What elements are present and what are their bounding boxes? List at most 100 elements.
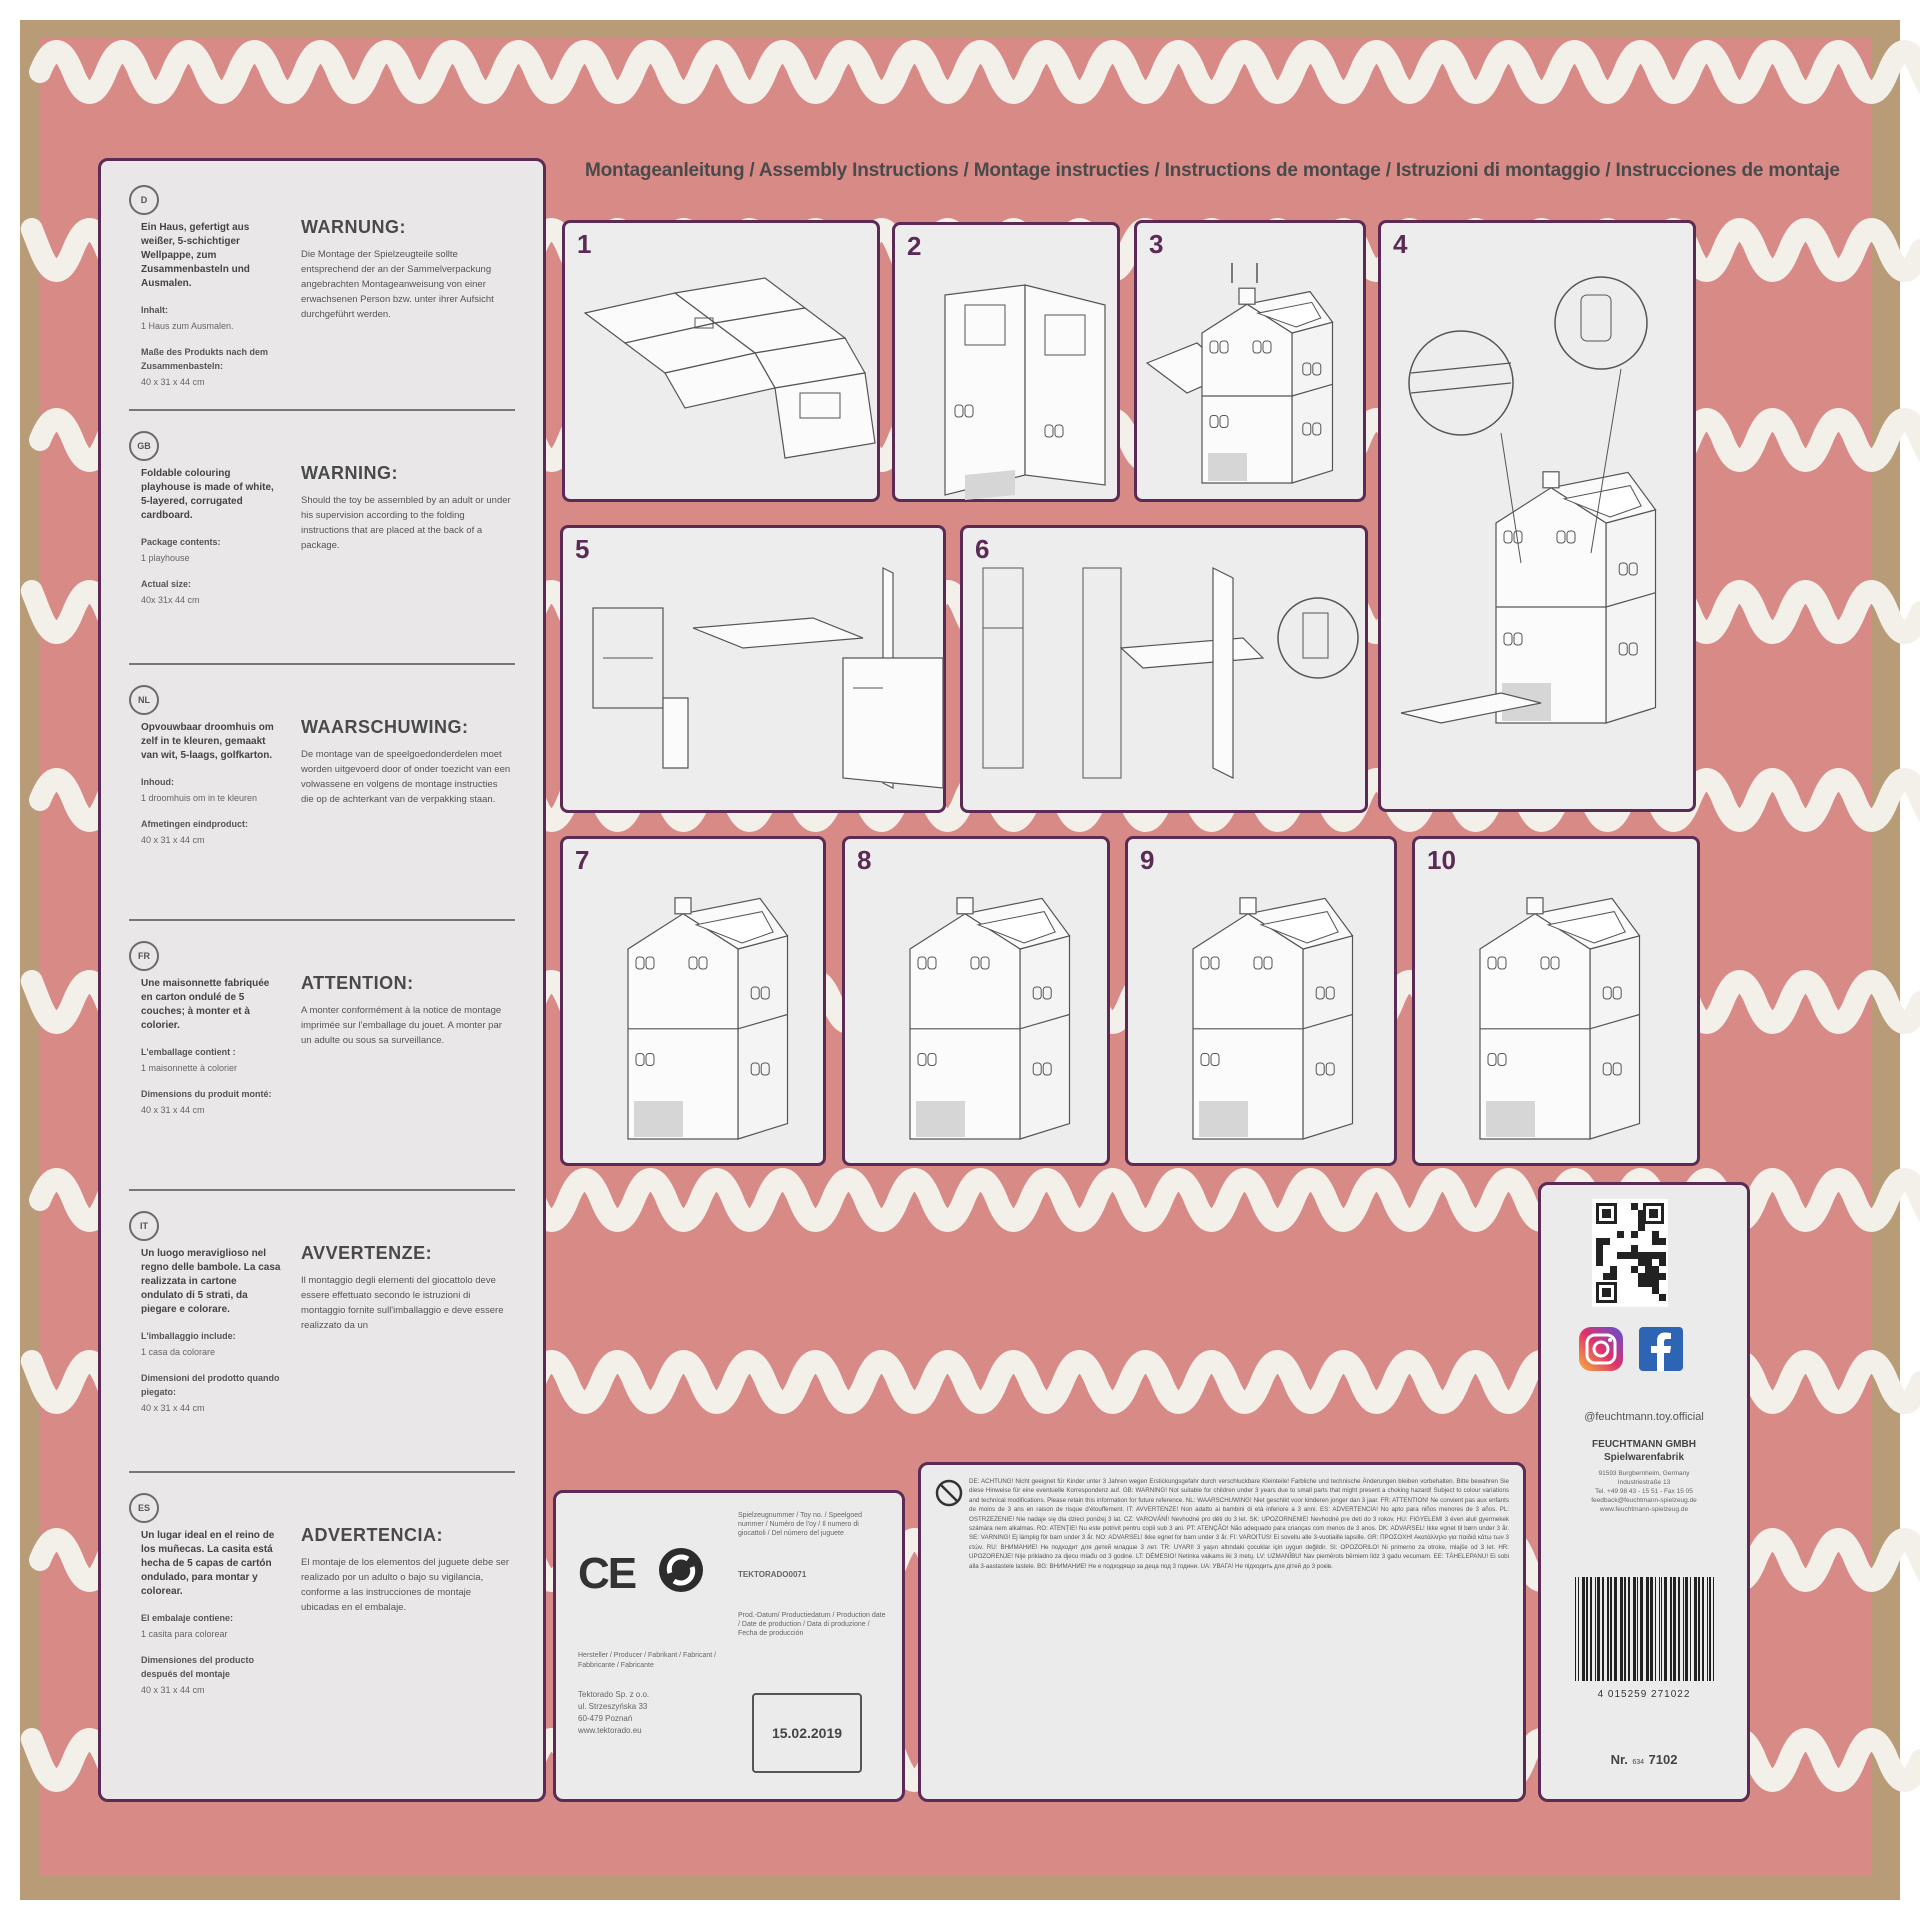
- contents-label: El embalaje contiene:: [141, 1613, 234, 1623]
- section-divider: [129, 919, 515, 921]
- step-box: 9: [1125, 836, 1397, 1166]
- instagram-icon: [1579, 1327, 1623, 1371]
- contents-value: 1 playhouse: [141, 553, 190, 563]
- product-info-panel: CE Spielzeugnummer / Toy no. / Speelgoed…: [553, 1490, 905, 1802]
- wave-line: [29, 40, 1920, 104]
- product-description: Un luogo meraviglioso nel regno delle ba…: [141, 1247, 281, 1415]
- section-divider: [129, 409, 515, 411]
- product-description: Opvouwbaar droomhuis om zelf in te kleur…: [141, 721, 281, 847]
- company-panel: @feuchtmann.toy.official FEUCHTMANN GMBH…: [1538, 1182, 1750, 1802]
- description-text: Opvouwbaar droomhuis om zelf in te kleur…: [141, 722, 274, 761]
- size-label: Dimensioni del prodotto quando piegato:: [141, 1373, 280, 1397]
- toy-number-value: TEKTORADO0071: [738, 1570, 807, 1579]
- step-number: 1: [577, 229, 592, 259]
- step-number: 9: [1140, 845, 1155, 875]
- house-drawing: [909, 897, 1071, 1140]
- warning-heading: WAARSCHUWING:: [301, 717, 469, 737]
- producer-line: Tektorado Sp. z o.o.: [578, 1690, 650, 1699]
- step-number: 8: [857, 845, 872, 875]
- toy-number-label: Spielzeugnummer / Toy no. / Speelgoed nu…: [738, 1512, 863, 1537]
- warning-text: Should the toy be assembled by an adult …: [301, 495, 511, 551]
- size-label: Dimensiones del producto después del mon…: [141, 1655, 255, 1679]
- step-box: 8: [842, 836, 1110, 1166]
- address-line: Tel. +49 98 43 - 15 51 - Fax 15 05: [1595, 1488, 1693, 1495]
- size-label: Dimensions du produit monté:: [141, 1089, 272, 1099]
- product-description: Foldable colouring playhouse is made of …: [141, 467, 281, 607]
- warning-heading: AVVERTENZE:: [301, 1243, 433, 1263]
- company-name: FEUCHTMANN GMBH: [1592, 1439, 1696, 1450]
- size-value: 40 x 31 x 44 cm: [141, 835, 205, 845]
- production-date-label: Prod.-Datum/ Productiedatum / Production…: [738, 1612, 886, 1637]
- article-number: Nr. 634 7102: [1551, 1751, 1737, 1769]
- product-description: Un lugar ideal en el reino de los muñeca…: [141, 1529, 281, 1697]
- description-text: Un lugar ideal en el reino de los muñeca…: [141, 1530, 275, 1597]
- facebook-icon: [1639, 1327, 1683, 1371]
- language-badge: ES: [129, 1493, 159, 1523]
- contents-value: 1 droomhuis om in te kleuren: [141, 793, 258, 803]
- step-number: 5: [575, 534, 590, 564]
- step-number: 6: [975, 534, 990, 564]
- instructions-title: Montageanleitung / Assembly Instructions…: [585, 160, 1840, 181]
- contents-value: 1 Haus zum Ausmalen.: [141, 321, 234, 331]
- step-number: 10: [1427, 845, 1456, 875]
- article-number-label: Nr.: [1610, 1752, 1628, 1767]
- step-box: 10: [1412, 836, 1700, 1166]
- warning-text: Il montaggio degli elementi del giocatto…: [301, 1275, 504, 1331]
- size-value: 40x 31x 44 cm: [141, 595, 200, 605]
- producer-line: ul. Strzeszyńska 33: [578, 1702, 648, 1711]
- language-badge: IT: [129, 1211, 159, 1241]
- step-box: 5: [560, 525, 946, 813]
- section-divider: [129, 1471, 515, 1473]
- warning-heading: WARNING:: [301, 463, 398, 483]
- producer-line: www.tektorado.eu: [578, 1726, 642, 1735]
- warning-text: Die Montage der Spielzeugteile sollte en…: [301, 249, 494, 320]
- warning-text: El montaje de los elementos del juguete …: [301, 1557, 510, 1613]
- address-line: Industriestraße 13: [1617, 1479, 1671, 1486]
- description-text: Un luogo meraviglioso nel regno delle ba…: [141, 1248, 281, 1315]
- warning-heading: WARNUNG:: [301, 217, 406, 237]
- description-text: Ein Haus, gefertigt aus weißer, 5-schich…: [141, 222, 250, 289]
- house-drawing: [1479, 897, 1641, 1140]
- size-label: Afmetingen eindproduct:: [141, 819, 248, 829]
- warning-heading: ADVERTENCIA:: [301, 1525, 444, 1545]
- producer-label: Hersteller / Producer / Fabrikant / Fabr…: [578, 1652, 717, 1669]
- house-drawing: [1400, 276, 1657, 724]
- address-line: 91593 Burgbernheim, Germany: [1598, 1470, 1690, 1477]
- house-drawing: [1145, 263, 1334, 484]
- article-number-value: 7102: [1648, 1752, 1678, 1767]
- producer-line: 60-479 Poznań: [578, 1714, 633, 1723]
- address-line: www.feuchtmann-spielzeug.de: [1599, 1506, 1689, 1513]
- size-label: Maße des Produkts nach dem Zusammenbaste…: [141, 347, 269, 371]
- section-divider: [129, 1189, 515, 1191]
- qr-code-icon: [1592, 1199, 1668, 1307]
- description-text: Foldable colouring playhouse is made of …: [141, 468, 274, 521]
- step-box: 1: [562, 220, 880, 502]
- contents-label: L'emballage contient :: [141, 1047, 236, 1057]
- contents-value: 1 casita para colorear: [141, 1629, 228, 1639]
- address-line: feedback@feuchtmann-spielzeug.de: [1591, 1497, 1697, 1504]
- barcode-icon: [1575, 1577, 1714, 1681]
- description-text: Une maisonnette fabriquée en carton ondu…: [141, 978, 270, 1031]
- step-number: 2: [907, 231, 922, 261]
- contents-label: Inhalt:: [141, 305, 168, 315]
- step-box: 4: [1378, 220, 1696, 812]
- safety-warning-text: DE: ACHTUNG! Nicht geeignet für Kinder u…: [969, 1478, 1509, 1570]
- size-value: 40 x 31 x 44 cm: [141, 1685, 205, 1695]
- language-badge: FR: [129, 941, 159, 971]
- house-drawing: [982, 567, 1359, 779]
- production-date-box: 15.02.2019: [752, 1693, 862, 1773]
- house-drawing: [583, 277, 876, 459]
- barcode-number: 4 015259 271022: [1597, 1689, 1691, 1700]
- warning-text: De montage van de speelgoedonderdelen mo…: [301, 749, 511, 805]
- size-value: 40 x 31 x 44 cm: [141, 1105, 205, 1115]
- company-address: 91593 Burgbernheim, Germany Industriestr…: [1551, 1469, 1737, 1514]
- article-number-small: 634: [1632, 1759, 1645, 1766]
- contents-value: 1 maisonnette à colorier: [141, 1063, 238, 1073]
- house-drawing: [944, 284, 1106, 500]
- step-number: 4: [1393, 229, 1408, 259]
- size-value: 40 x 31 x 44 cm: [141, 1403, 205, 1413]
- step-box: 2: [892, 222, 1120, 502]
- house-drawing: [1192, 897, 1354, 1140]
- contents-label: Inhoud:: [141, 777, 174, 787]
